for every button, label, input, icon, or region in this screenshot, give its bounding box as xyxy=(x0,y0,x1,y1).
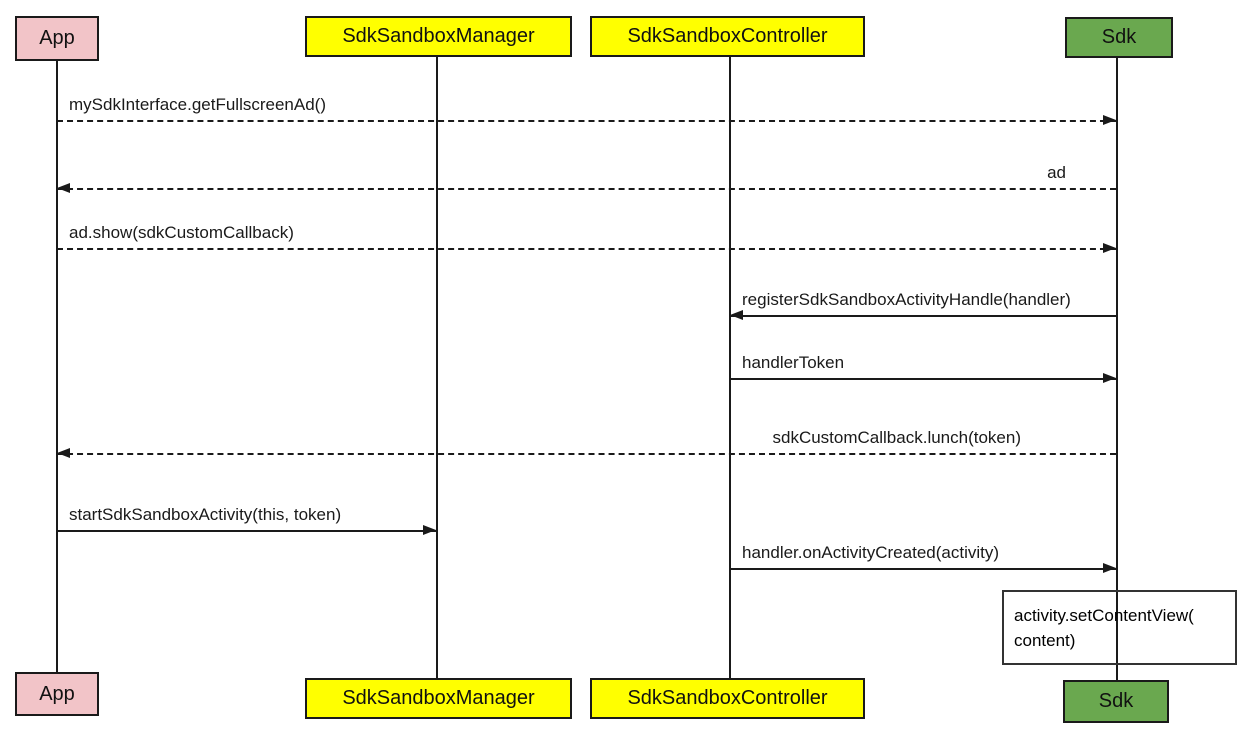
participant-sdk-sandbox-controller-label: SdkSandboxController xyxy=(627,25,828,47)
message-line-dashed xyxy=(57,248,1116,250)
message-line-dashed xyxy=(57,188,1116,190)
participant-sdk-sandbox-controller-bottom: SdkSandboxController xyxy=(590,678,865,719)
note-line-1: activity.setContentView( xyxy=(1014,606,1194,625)
participant-sdk-label: Sdk xyxy=(1101,26,1137,48)
message-line-solid xyxy=(57,530,436,532)
message-line-solid xyxy=(730,315,1116,317)
arrowhead-right-icon xyxy=(1103,115,1116,125)
lifeline-app xyxy=(56,60,58,672)
participant-sdk-sandbox-manager-label: SdkSandboxManager xyxy=(342,687,535,709)
arrowhead-left-icon xyxy=(57,448,70,458)
participant-sdk-top: Sdk xyxy=(1065,17,1173,58)
note-line-2: content) xyxy=(1014,631,1076,650)
message-label: handler.onActivityCreated(activity) xyxy=(742,543,1000,562)
participant-sdk-sandbox-controller-label: SdkSandboxController xyxy=(627,687,828,709)
message-line-dashed xyxy=(57,453,1116,455)
message-label: startSdkSandboxActivity(this, token) xyxy=(69,505,342,524)
message-line-solid xyxy=(730,568,1116,570)
participant-app-top: App xyxy=(15,16,99,61)
note-set-content-view: activity.setContentView( content) xyxy=(1002,590,1237,665)
message-line-dashed xyxy=(57,120,1116,122)
message-label: handlerToken xyxy=(742,353,845,372)
arrowhead-left-icon xyxy=(730,310,743,320)
lifeline-sdk-sandbox-controller xyxy=(729,57,731,678)
arrowhead-right-icon xyxy=(423,525,436,535)
arrowhead-right-icon xyxy=(1103,373,1116,383)
arrowhead-right-icon xyxy=(1103,243,1116,253)
message-label: ad xyxy=(1047,163,1066,182)
participant-sdk-sandbox-manager-bottom: SdkSandboxManager xyxy=(305,678,572,719)
participant-app-label: App xyxy=(39,682,75,705)
message-label: registerSdkSandboxActivityHandle(handler… xyxy=(742,290,1071,309)
participant-sdk-label: Sdk xyxy=(1098,690,1134,712)
participant-sdk-sandbox-controller-top: SdkSandboxController xyxy=(590,16,865,57)
participant-app-bottom: App xyxy=(15,672,99,716)
participant-sdk-sandbox-manager-top: SdkSandboxManager xyxy=(305,16,572,57)
message-label: sdkCustomCallback.lunch(token) xyxy=(772,428,1022,447)
participant-sdk-sandbox-manager-label: SdkSandboxManager xyxy=(342,25,535,47)
participant-app-label: App xyxy=(39,27,75,49)
message-label: mySdkInterface.getFullscreenAd() xyxy=(69,95,326,114)
message-line-solid xyxy=(730,378,1116,380)
lifeline-sdk xyxy=(1116,58,1118,680)
participant-sdk-bottom: Sdk xyxy=(1063,680,1169,723)
lifeline-sdk-sandbox-manager xyxy=(436,57,438,678)
arrowhead-left-icon xyxy=(57,183,70,193)
arrowhead-right-icon xyxy=(1103,563,1116,573)
message-label: ad.show(sdkCustomCallback) xyxy=(69,223,294,242)
